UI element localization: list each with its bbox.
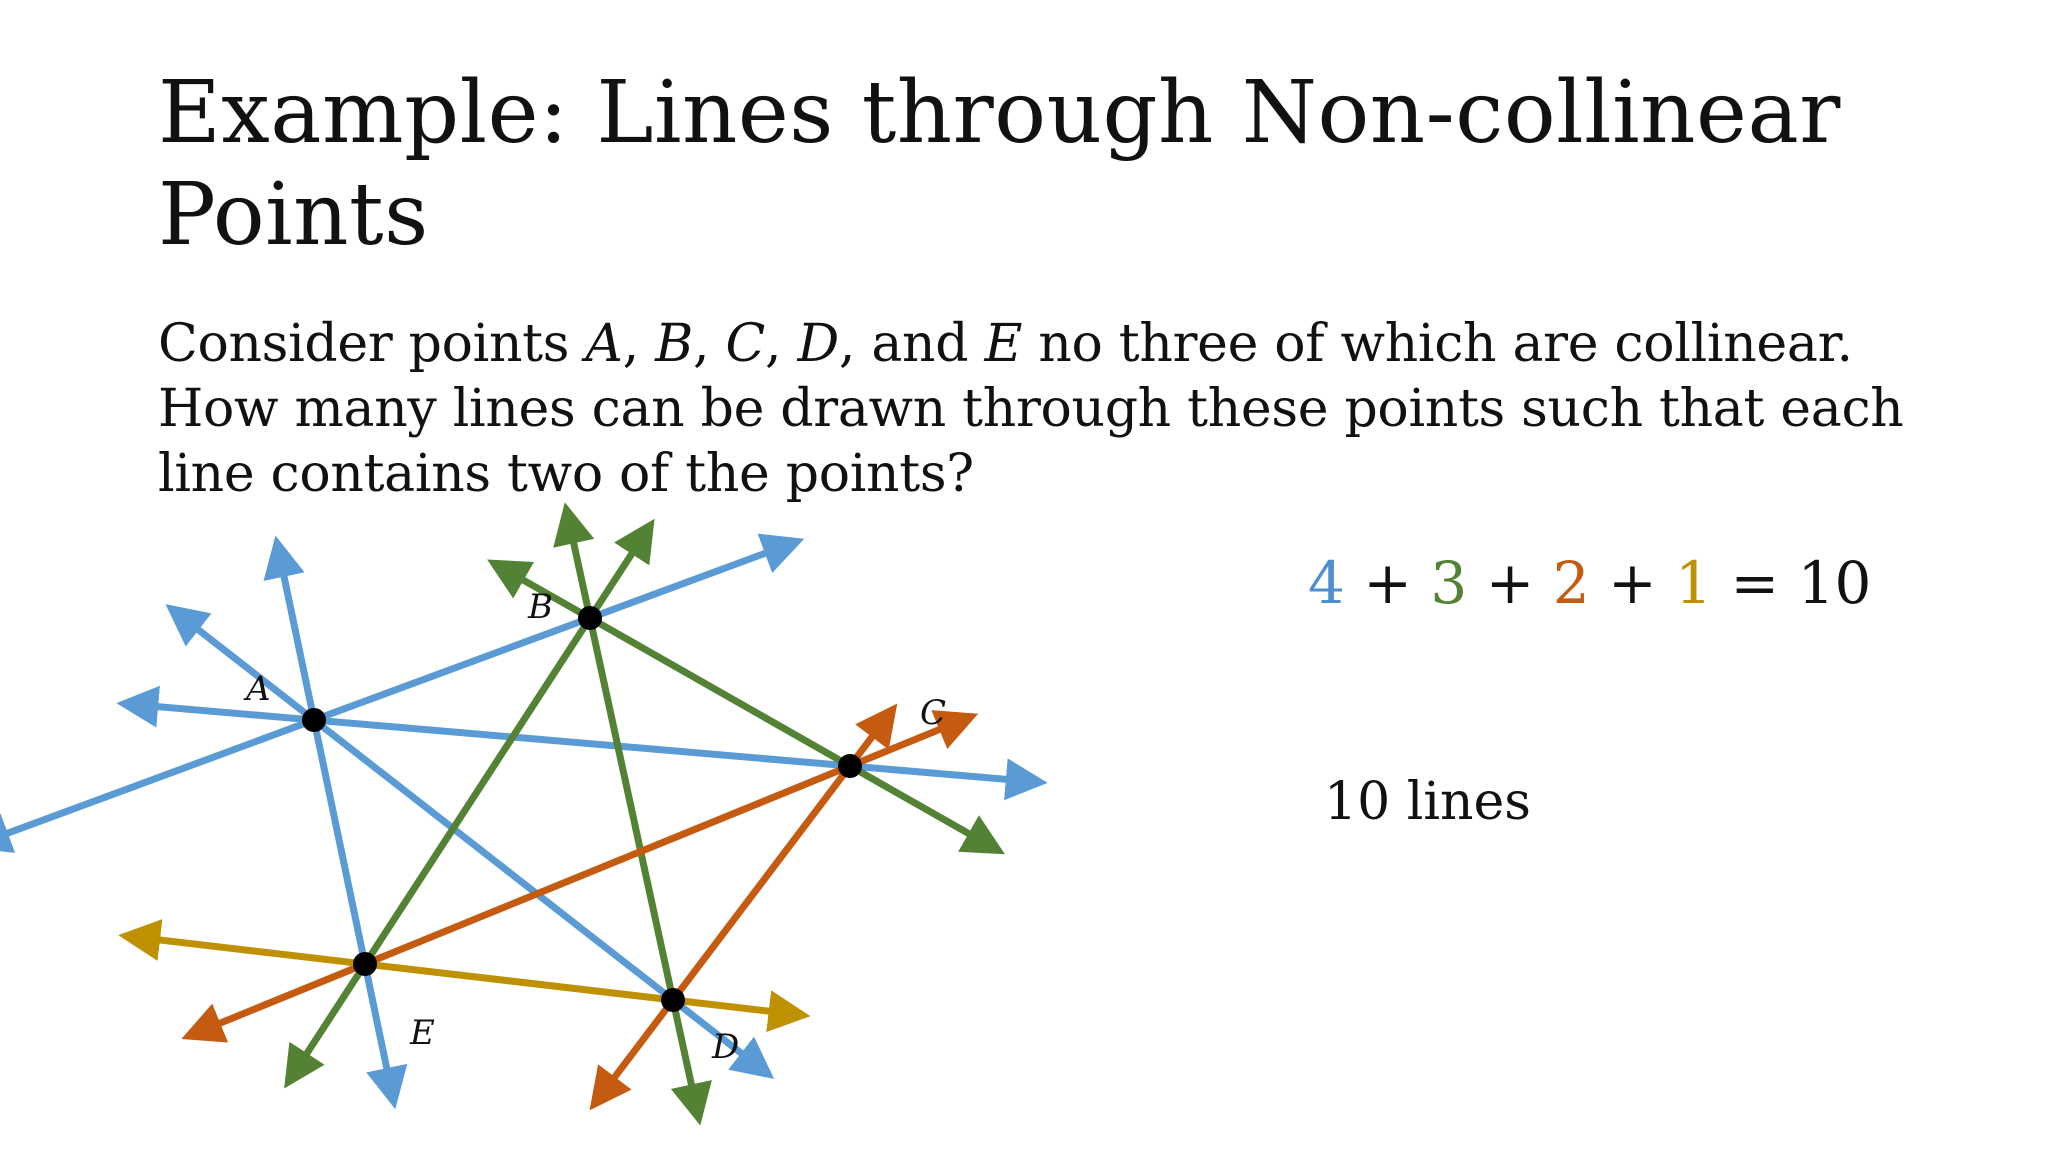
point-a-label: A bbox=[243, 669, 271, 709]
problem-statement: Consider points A, B, C, D, and E no thr… bbox=[158, 312, 1988, 507]
term-2: 2 bbox=[1552, 549, 1590, 617]
point-a-dot bbox=[302, 708, 326, 732]
point-name-d: D bbox=[797, 314, 839, 374]
sum-result: 10 bbox=[1797, 549, 1872, 617]
plus-sign: + bbox=[1589, 549, 1676, 617]
point-c-label: C bbox=[920, 693, 946, 733]
point-b-dot bbox=[578, 606, 602, 630]
plus-sign: + bbox=[1344, 549, 1431, 617]
point-e-label: E bbox=[409, 1013, 435, 1053]
line-ae bbox=[263, 535, 408, 1110]
point-name-c: C bbox=[725, 314, 766, 374]
lines-layer bbox=[0, 502, 1048, 1126]
slide-title: Example: Lines through Non-collinear Poi… bbox=[158, 63, 1841, 265]
point-name-a: A bbox=[585, 314, 623, 374]
separator: , and bbox=[838, 314, 985, 374]
separator: , bbox=[622, 314, 656, 374]
term-1: 1 bbox=[1675, 549, 1713, 617]
separator: , bbox=[765, 314, 798, 374]
plus-sign: + bbox=[1467, 549, 1553, 617]
sum-equation: 4 + 3 + 2 + 1 = 10 bbox=[1308, 548, 1871, 618]
labels-layer: A B C D E bbox=[243, 587, 946, 1067]
point-d-label: D bbox=[711, 1027, 739, 1067]
equals-sign: = bbox=[1712, 549, 1798, 617]
separator: , bbox=[693, 314, 726, 374]
answer-text: 10 lines bbox=[1324, 772, 1531, 832]
point-c-dot bbox=[838, 754, 862, 778]
point-name-b: B bbox=[655, 314, 694, 374]
term-4: 4 bbox=[1308, 549, 1345, 617]
point-d-dot bbox=[661, 988, 685, 1012]
body-text: no three of which are collinear. How man… bbox=[158, 314, 1904, 504]
line-ab bbox=[0, 533, 805, 853]
points-layer bbox=[302, 606, 862, 1012]
term-3: 3 bbox=[1430, 549, 1468, 617]
body-text: Consider points bbox=[158, 314, 586, 374]
point-name-e: E bbox=[984, 314, 1023, 374]
lines-diagram: A B C D E bbox=[0, 502, 1048, 1126]
point-b-label: B bbox=[527, 587, 553, 627]
point-e-dot bbox=[353, 952, 377, 976]
line-de bbox=[118, 919, 811, 1033]
